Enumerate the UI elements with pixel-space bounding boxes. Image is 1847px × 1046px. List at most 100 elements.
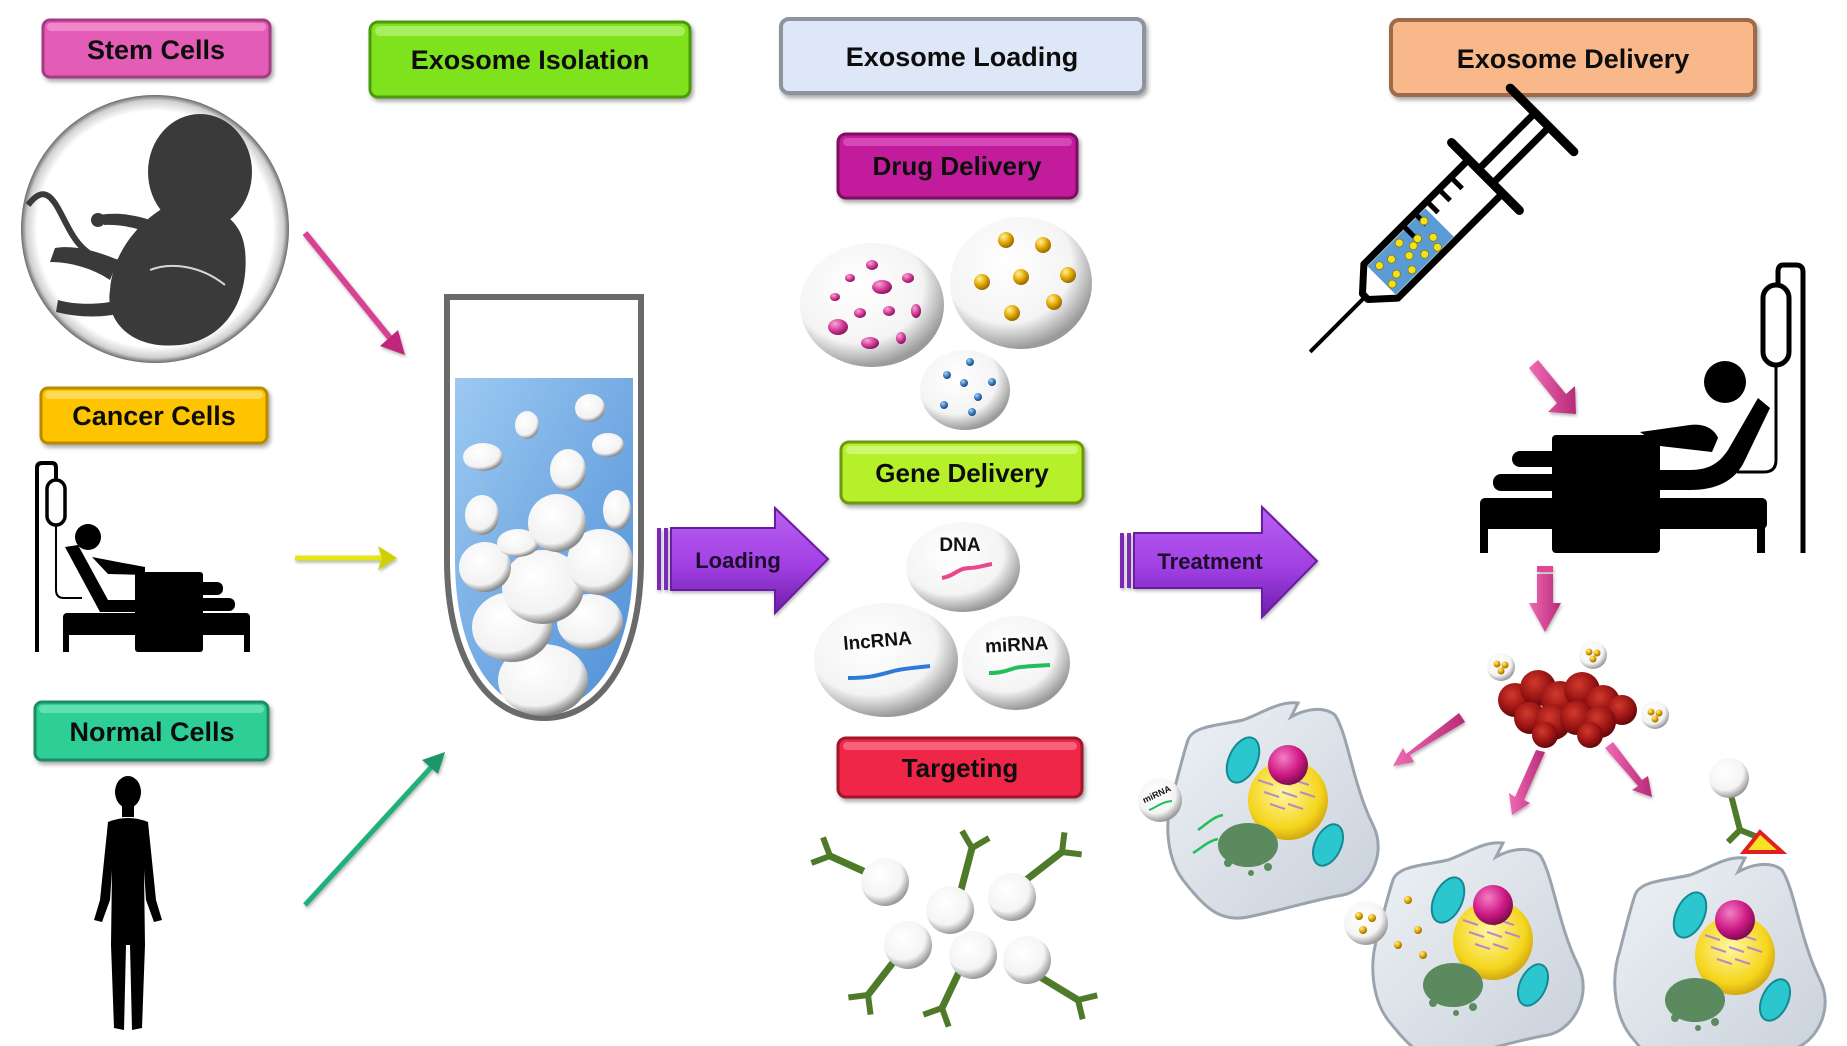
antibody-stem	[938, 968, 964, 1010]
gold-particle	[1355, 912, 1363, 920]
syringe-particle	[1387, 254, 1396, 264]
antibody-stem	[1035, 972, 1080, 1003]
mitochondrion	[1311, 823, 1345, 867]
er-fold	[1486, 931, 1503, 938]
antibody-icon	[1023, 831, 1083, 883]
embryo-hand	[91, 213, 105, 227]
exosome-bubble	[497, 529, 539, 557]
exosome-delivery-text: Exosome Delivery	[1457, 44, 1690, 74]
receptor-triangle	[1739, 829, 1788, 854]
pink-particle	[828, 319, 848, 335]
blanket	[135, 572, 203, 652]
antibody-arm	[1725, 827, 1743, 845]
targeting-label: Targeting	[836, 736, 1084, 799]
vesicle	[1695, 1025, 1701, 1031]
embryo-contour	[149, 264, 226, 286]
exosome-loading-text: Exosome Loading	[846, 42, 1079, 72]
gold-particle	[1589, 655, 1597, 663]
arrow-stripe	[1127, 533, 1131, 588]
drug-delivery-box	[836, 132, 1079, 200]
blue-particle	[943, 371, 951, 379]
antibody-exosome	[949, 931, 997, 979]
vesicle	[1711, 1018, 1719, 1026]
antibody-arm	[1077, 992, 1098, 1003]
nucleus	[1268, 745, 1308, 785]
human-head	[115, 776, 141, 808]
antibody-arm	[970, 835, 991, 851]
antibody-arm	[922, 1005, 944, 1018]
patient-back	[65, 545, 135, 612]
gene-delivery-text: Gene Delivery	[875, 458, 1049, 488]
antibody-stem	[865, 957, 898, 998]
golgi-apparatus	[1665, 978, 1725, 1022]
arrow-stripe	[664, 528, 668, 590]
drug-delivery-label: Drug Delivery	[836, 132, 1079, 200]
er-fold	[1281, 791, 1298, 798]
plunger-handle	[1505, 83, 1579, 157]
lncrna-exosome: lncRNA	[814, 603, 958, 717]
mitochondrion	[1516, 963, 1550, 1007]
exosome-isolation-box	[368, 20, 692, 99]
bed-mattress	[1480, 498, 1767, 529]
cancer-to-tube-arrow	[295, 546, 397, 570]
embryo-arm	[100, 213, 150, 232]
loading-text: Loading	[695, 548, 781, 573]
gold-particle	[1593, 649, 1601, 657]
vesicle	[1453, 1010, 1459, 1016]
antibody-exosome	[884, 921, 932, 969]
antibody-exosome	[861, 858, 909, 906]
gene-delivery-box	[839, 440, 1085, 505]
lncrna-exosome-sphere	[814, 603, 958, 717]
antibody-exosomes	[810, 829, 1098, 1028]
antibody-stem	[957, 847, 976, 891]
exosome-bubble	[498, 644, 588, 716]
gold-particle	[1404, 896, 1412, 904]
blue-particle	[966, 358, 974, 366]
recipient-cell-mirna	[1166, 701, 1380, 920]
plunger-rod	[1477, 110, 1538, 171]
bed-leg	[63, 630, 69, 652]
graduation	[1449, 175, 1464, 191]
antibody-exosome-sphere	[1709, 758, 1749, 798]
graduation	[1437, 187, 1452, 203]
cancer-cells-box	[39, 386, 269, 445]
gold-particle	[998, 232, 1014, 248]
tumor-cluster	[1487, 641, 1669, 748]
mirna-strand	[1192, 837, 1219, 855]
er-fold	[1746, 946, 1763, 953]
er-fold	[1269, 803, 1286, 810]
exosome-bubble	[515, 411, 539, 439]
pink-particle	[896, 332, 906, 344]
exosome-bubble	[463, 443, 503, 471]
pink-particle	[854, 308, 866, 318]
vesicle	[1248, 870, 1254, 876]
gene-exosomes: DNA lncRNA miRNA	[814, 522, 1070, 717]
graduation	[1425, 199, 1440, 215]
arrow-shaft	[302, 231, 397, 345]
golgi-apparatus	[1218, 823, 1278, 867]
antibody-stem	[1023, 849, 1065, 883]
syringe-particle	[1404, 251, 1414, 261]
stem-cells-text: Stem Cells	[87, 35, 225, 65]
syringe-particle	[1387, 279, 1397, 289]
er-fold	[1263, 791, 1280, 798]
plunger-rod	[1491, 124, 1552, 185]
arrow-shape	[1529, 360, 1576, 414]
exosome-sphere	[1641, 701, 1669, 729]
syringe-particle	[1420, 249, 1430, 259]
iv-pole	[35, 461, 58, 652]
er-fold	[1474, 943, 1491, 950]
antibody-icon	[922, 968, 964, 1028]
arrow-shape	[1529, 574, 1561, 632]
arrow-head	[378, 546, 397, 570]
mirna-exosome: miRNA	[962, 616, 1070, 710]
syringe-particle	[1413, 234, 1423, 244]
blue-drug-particles	[940, 358, 996, 416]
graduation	[1400, 223, 1416, 239]
antibody-arm	[810, 853, 832, 866]
patient-leg	[1512, 451, 1562, 467]
tumor-cell	[1532, 722, 1558, 748]
exosome-bubble	[465, 495, 499, 535]
vesicle	[1264, 863, 1272, 871]
